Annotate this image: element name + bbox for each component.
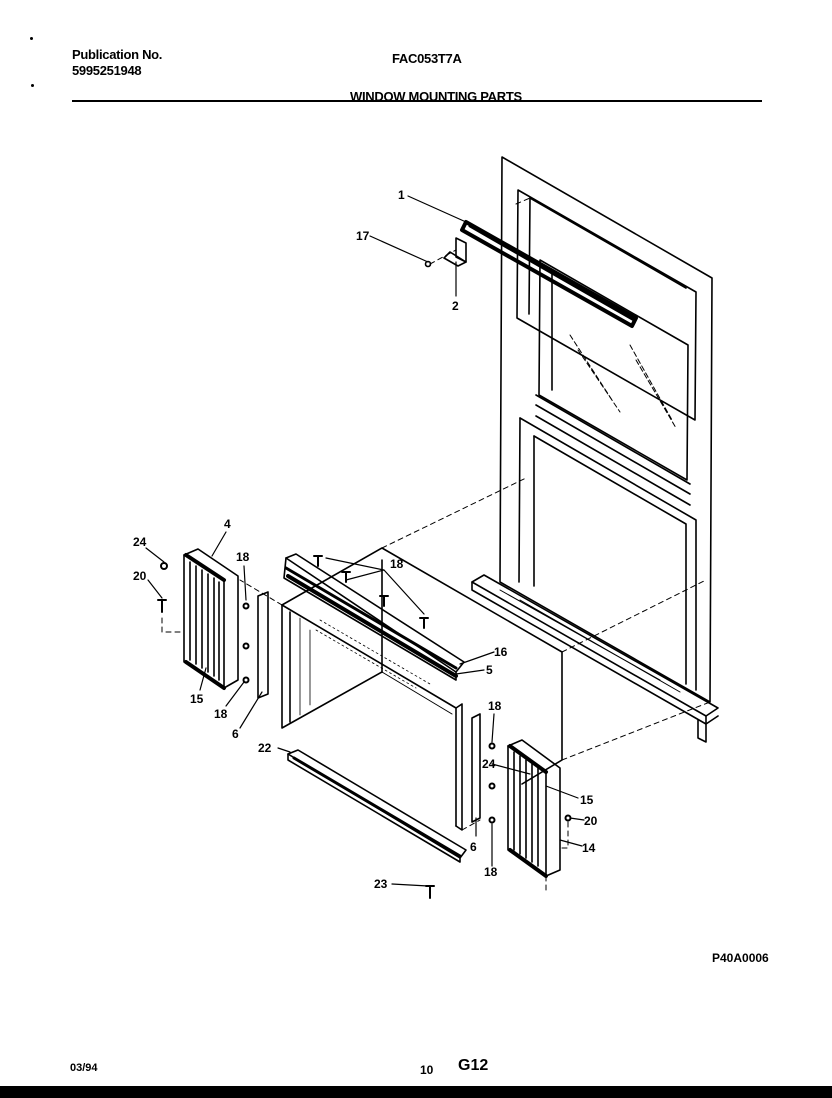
publication-number: 5995251948 (72, 63, 142, 78)
callout-6-left: 6 (232, 727, 239, 741)
callout-20-right: 20 (584, 814, 598, 828)
figure-code: P40A0006 (712, 951, 769, 965)
callout-24-right: 24 (482, 757, 496, 771)
callout-22: 22 (258, 741, 272, 755)
corner-dot (31, 84, 34, 87)
callout-6-right: 6 (470, 840, 477, 854)
section-code: G12 (458, 1057, 489, 1074)
callout-20-left: 20 (133, 569, 147, 583)
revision-date: 03/94 (70, 1062, 98, 1074)
callout-23: 23 (374, 877, 388, 891)
callout-18-top: 18 (390, 557, 404, 571)
callout-4: 4 (224, 517, 231, 531)
callout-labels: 1 17 2 24 4 20 18 15 18 6 18 16 5 18 24 … (133, 188, 598, 891)
mounting-bracket (424, 237, 467, 268)
callout-24-left: 24 (133, 535, 147, 549)
callout-18-right-bottom: 18 (484, 865, 498, 879)
callout-17: 17 (356, 229, 370, 243)
publication-label: Publication No. (72, 47, 163, 62)
page-number: 10 (420, 1063, 434, 1077)
right-side-curtain (471, 713, 561, 878)
sill-support (287, 749, 467, 863)
callout-16: 16 (494, 645, 508, 659)
callout-14: 14 (582, 841, 596, 855)
left-side-curtain (183, 548, 269, 699)
callout-5: 5 (486, 663, 493, 677)
corner-dot (30, 37, 33, 40)
top-channel-rail (460, 220, 638, 328)
callout-1: 1 (398, 188, 405, 202)
callout-15-left: 15 (190, 692, 204, 706)
model-number: FAC053T7A (392, 51, 462, 66)
top-angle (283, 553, 465, 681)
leader-lines (145, 195, 585, 887)
screws (157, 555, 572, 899)
assembly-lines (161, 197, 711, 891)
cabinet-sleeve (281, 547, 563, 831)
header-rule (72, 100, 762, 102)
callout-2: 2 (452, 299, 459, 313)
callout-15-right: 15 (580, 793, 594, 807)
callout-18-left-bottom: 18 (214, 707, 228, 721)
callout-18-right-top: 18 (488, 699, 502, 713)
callout-18-left-top: 18 (236, 550, 250, 564)
